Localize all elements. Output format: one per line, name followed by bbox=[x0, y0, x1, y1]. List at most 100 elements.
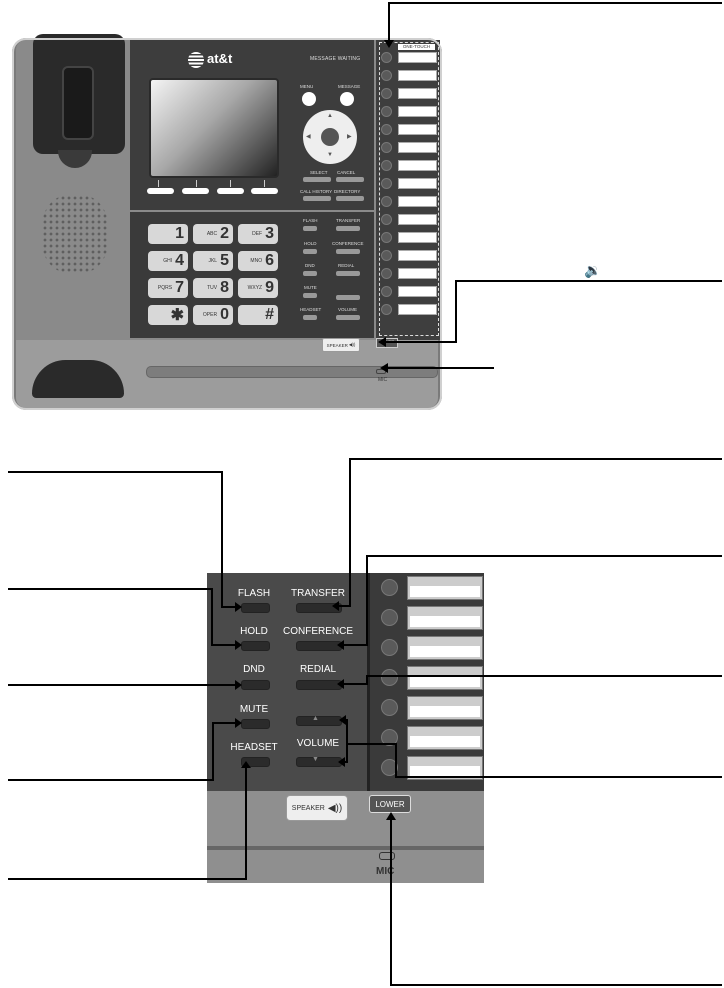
func-label: DND bbox=[305, 263, 315, 268]
detail-one-touch-led[interactable] bbox=[381, 609, 398, 626]
message-button[interactable] bbox=[340, 92, 354, 106]
key-pound[interactable]: # bbox=[238, 305, 278, 325]
call-history-label: CALL HISTORY bbox=[300, 189, 333, 194]
one-touch-led[interactable] bbox=[381, 232, 392, 243]
directory-button[interactable] bbox=[336, 196, 364, 201]
one-touch-card bbox=[398, 88, 437, 99]
one-touch-led[interactable] bbox=[381, 304, 392, 315]
one-touch-card bbox=[398, 196, 437, 207]
one-touch-led[interactable] bbox=[381, 106, 392, 117]
flash-key[interactable] bbox=[241, 603, 270, 613]
arrowhead bbox=[380, 363, 388, 373]
speaker-button[interactable]: SPEAKER◀)) bbox=[322, 338, 360, 352]
soft-key-2[interactable] bbox=[182, 188, 209, 194]
dnd-button[interactable] bbox=[303, 271, 317, 276]
volume-label: VOLUME bbox=[296, 738, 340, 749]
hold-button[interactable] bbox=[303, 249, 317, 254]
card-paper bbox=[410, 616, 480, 627]
one-touch-led[interactable] bbox=[381, 70, 392, 81]
detail-card-slot bbox=[207, 846, 484, 850]
detail-speaker-label: SPEAKER bbox=[291, 804, 325, 812]
soft-key-1[interactable] bbox=[147, 188, 174, 194]
detail-one-touch-led[interactable] bbox=[381, 639, 398, 656]
detail-lower-button[interactable]: LOWER bbox=[369, 795, 411, 813]
soft-key-tick bbox=[158, 180, 159, 187]
select-button[interactable] bbox=[303, 177, 331, 182]
arrowhead bbox=[241, 761, 251, 768]
transfer-button[interactable] bbox=[336, 226, 360, 231]
one-touch-card bbox=[398, 160, 437, 171]
soft-key-3[interactable] bbox=[217, 188, 244, 194]
one-touch-led[interactable] bbox=[381, 88, 392, 99]
one-touch-led[interactable] bbox=[381, 52, 392, 63]
detail-one-touch-led[interactable] bbox=[381, 759, 398, 776]
cancel-button[interactable] bbox=[336, 177, 364, 182]
one-touch-led[interactable] bbox=[381, 142, 392, 153]
one-touch-led[interactable] bbox=[381, 214, 392, 225]
detail-one-touch-card bbox=[407, 636, 483, 660]
cancel-label: CANCEL bbox=[337, 170, 356, 175]
detail-one-touch-card bbox=[407, 576, 483, 600]
one-touch-card bbox=[398, 268, 437, 279]
conference-button[interactable] bbox=[336, 249, 360, 254]
detail-one-touch-led[interactable] bbox=[381, 669, 398, 686]
key-star[interactable]: ✱ bbox=[148, 305, 188, 325]
arrowhead bbox=[378, 337, 386, 347]
soft-key-tick bbox=[230, 180, 231, 187]
one-touch-card bbox=[398, 124, 437, 135]
arrowhead bbox=[235, 640, 242, 650]
detail-speaker-button[interactable]: SPEAKER◀)) bbox=[286, 795, 348, 821]
one-touch-card bbox=[398, 286, 437, 297]
one-touch-led[interactable] bbox=[381, 124, 392, 135]
one-touch-led[interactable] bbox=[381, 178, 392, 189]
flash-label: FLASH bbox=[237, 588, 271, 599]
call-history-button[interactable] bbox=[303, 196, 331, 201]
key-1[interactable]: 1 bbox=[148, 224, 188, 244]
one-touch-card bbox=[398, 106, 437, 117]
hold-key[interactable] bbox=[241, 641, 270, 651]
callout-headset bbox=[8, 766, 247, 880]
func-label: HOLD bbox=[304, 241, 317, 246]
soft-key-4[interactable] bbox=[251, 188, 278, 194]
volume-down-button[interactable] bbox=[336, 315, 360, 320]
conference-label: CONFERENCE bbox=[282, 626, 353, 637]
menu-button[interactable] bbox=[302, 92, 316, 106]
one-touch-led[interactable] bbox=[381, 268, 392, 279]
mute-key[interactable] bbox=[241, 719, 270, 729]
transfer-key[interactable] bbox=[296, 603, 342, 613]
mute-button[interactable] bbox=[303, 293, 317, 298]
redial-button[interactable] bbox=[336, 271, 360, 276]
detail-one-touch-led[interactable] bbox=[381, 729, 398, 746]
one-touch-led[interactable] bbox=[381, 160, 392, 171]
mute-label: MUTE bbox=[239, 704, 269, 715]
detail-mic-hole bbox=[379, 852, 395, 860]
arrowhead bbox=[337, 679, 344, 689]
detail-one-touch-led[interactable] bbox=[381, 699, 398, 716]
speaker-icon: ◀)) bbox=[327, 802, 343, 814]
menu-label: MENU bbox=[300, 84, 314, 89]
flash-button[interactable] bbox=[303, 226, 317, 231]
message-label: MESSAGE bbox=[338, 84, 361, 89]
one-touch-led[interactable] bbox=[381, 250, 392, 261]
handset-hook bbox=[58, 150, 92, 168]
triangle-up-icon: ▲ bbox=[312, 715, 319, 722]
headset-key[interactable] bbox=[241, 757, 270, 767]
mic-hole bbox=[376, 369, 386, 374]
one-touch-led[interactable] bbox=[381, 196, 392, 207]
headset-button[interactable] bbox=[303, 315, 317, 320]
one-touch-dashed-frame bbox=[379, 42, 439, 336]
card-paper bbox=[410, 736, 480, 747]
volume-up-button[interactable] bbox=[336, 295, 360, 300]
one-touch-led[interactable] bbox=[381, 286, 392, 297]
nav-center-button[interactable] bbox=[321, 128, 339, 146]
detail-one-touch-led[interactable] bbox=[381, 579, 398, 596]
